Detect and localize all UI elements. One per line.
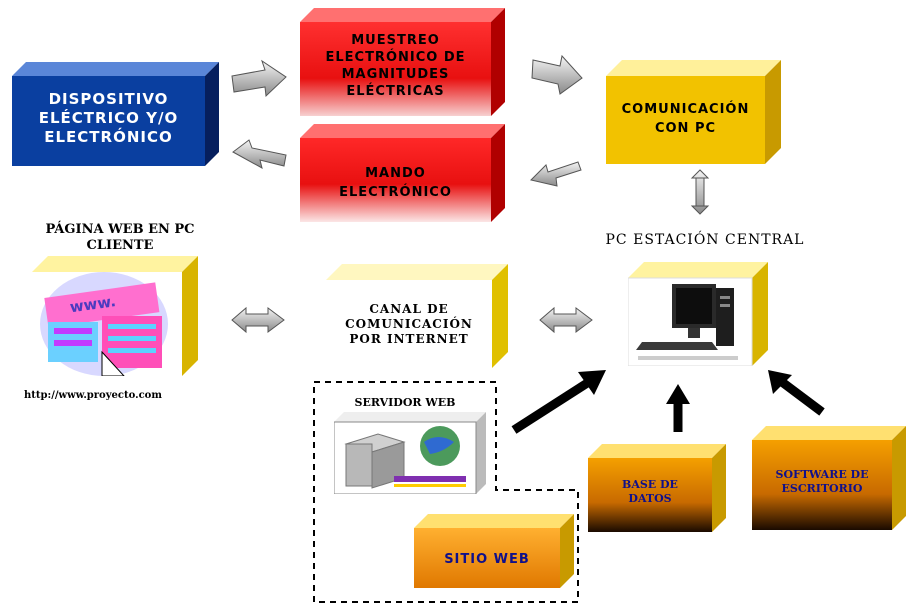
arrow-software-pc	[768, 370, 825, 416]
arrow-servidor-pc	[511, 370, 606, 434]
arrow-to-mando	[530, 161, 582, 187]
box-servidor-web	[334, 412, 486, 494]
sitio-web-group-frame	[313, 381, 579, 603]
dispositivo-label: DISPOSITIVO ELÉCTRICO Y/O ELECTRÓNICO	[38, 90, 179, 146]
box-canal: CANAL DE COMUNICACIÓN POR INTERNET	[326, 264, 508, 368]
server-icon	[344, 426, 466, 489]
arrow-to-muestreo	[231, 59, 287, 98]
comunicacion-pc-label: COMUNICACIÓN CON PC	[621, 102, 750, 136]
box-base-datos: BASE DE DATOS	[588, 444, 726, 532]
arrow-to-comunicacion	[531, 54, 583, 95]
software-label: SOFTWARE DE ESCRITORIO	[775, 468, 869, 495]
url-label: http://www.proyecto.com	[24, 390, 162, 401]
arrow-comunicacion-pc	[690, 169, 710, 215]
arrow-canal-pc	[539, 306, 593, 334]
box-comunicacion-pc: COMUNICACIÓN CON PC	[606, 60, 781, 164]
box-sitio-web: SITIO WEB	[414, 514, 574, 588]
arrow-to-dispositivo	[232, 139, 287, 169]
arrow-basedatos-pc	[666, 384, 690, 432]
web-page-icon: www.	[40, 272, 168, 376]
box-pagina-web: www.	[32, 256, 198, 376]
pagina-web-label: PÁGINA WEB EN PC CLIENTE	[45, 222, 195, 253]
sitio-web-label: SITIO WEB	[444, 552, 530, 567]
box-mando: MANDO ELECTRÓNICO	[300, 124, 505, 222]
computer-icon	[636, 284, 738, 360]
muestreo-label: MUESTREO ELECTRÓNICO DE MAGNITUDES ELÉCT…	[325, 33, 466, 99]
canal-label: CANAL DE COMUNICACIÓN POR INTERNET	[345, 302, 473, 346]
arrow-pagina-canal	[231, 306, 285, 334]
box-muestreo: MUESTREO ELECTRÓNICO DE MAGNITUDES ELÉCT…	[300, 8, 505, 116]
box-software: SOFTWARE DE ESCRITORIO	[752, 426, 906, 530]
pc-estacion-label: PC ESTACIÓN CENTRAL	[605, 232, 805, 248]
box-dispositivo: DISPOSITIVO ELÉCTRICO Y/O ELECTRÓNICO	[12, 60, 219, 166]
box-pc-estacion	[628, 262, 768, 366]
servidor-web-label: SERVIDOR WEB	[354, 396, 456, 409]
mando-label: MANDO ELECTRÓNICO	[339, 166, 452, 200]
base-datos-label: BASE DE DATOS	[622, 478, 678, 505]
